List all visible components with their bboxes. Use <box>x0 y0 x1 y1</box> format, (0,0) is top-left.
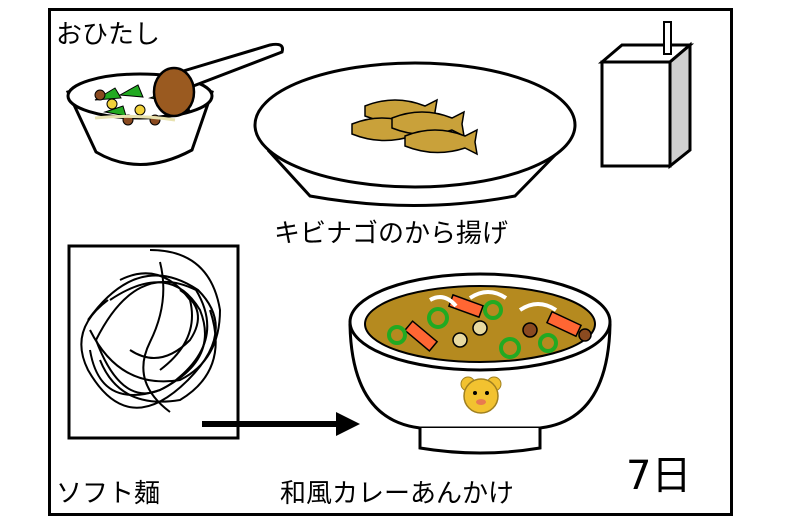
menu-card-frame <box>48 8 733 516</box>
item-label-soft-noodles: ソフト麺 <box>56 479 161 509</box>
curry-bowl <box>348 272 612 455</box>
arrow-right-icon <box>202 412 360 436</box>
bear-emblem-icon <box>460 376 502 414</box>
menu-date: 7日 <box>626 453 692 499</box>
item-label-ohitashi: おひたし <box>56 20 161 50</box>
item-label-kibinago: キビナゴのから揚げ <box>274 219 509 249</box>
spoon-icon <box>152 42 284 118</box>
milk-carton-icon <box>597 21 695 170</box>
item-label-curry: 和風カレーあんかけ <box>280 479 515 509</box>
kibinago-plate <box>253 61 577 207</box>
soft-noodles-box <box>67 244 240 440</box>
